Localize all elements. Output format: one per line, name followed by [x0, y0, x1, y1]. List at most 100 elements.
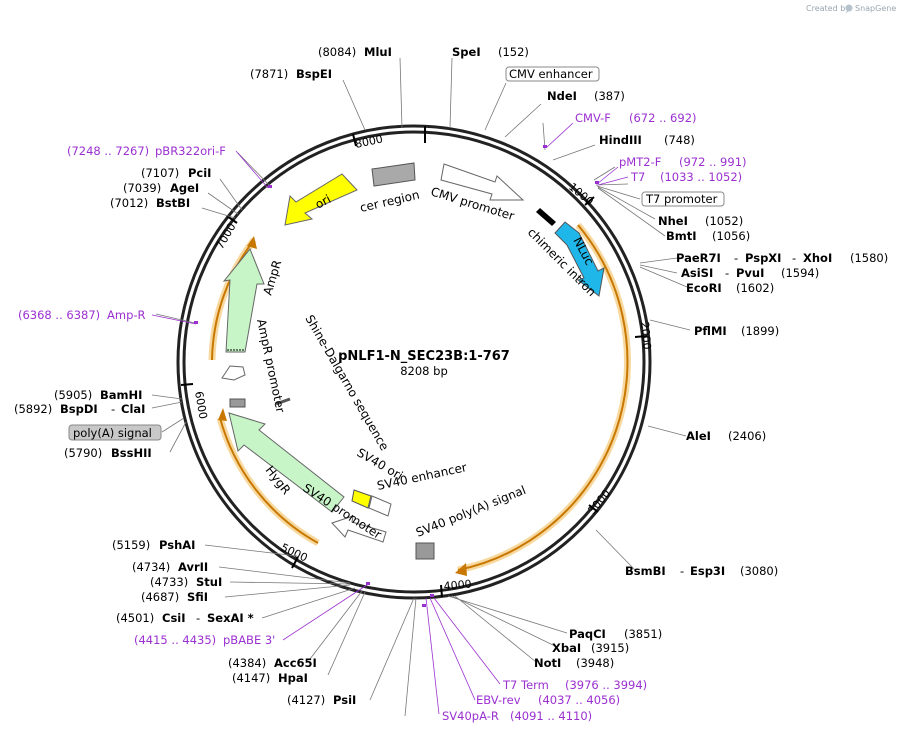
enzyme-bspei-label[interactable]: BspEI — [296, 67, 332, 81]
enzyme-paer7i-label[interactable]: PaeR7I — [676, 251, 721, 265]
primer-pbr322ori-f-range: (7248 .. 7267) — [67, 144, 149, 158]
enzyme-clai-label[interactable]: ClaI — [121, 402, 145, 416]
feature-sv40-polya-shape — [415, 542, 435, 560]
primer-pbabe3-label[interactable]: pBABE 3' — [223, 633, 275, 647]
primer-t7-term-label[interactable]: T7 Term — [502, 678, 549, 692]
enzyme-csii-label[interactable]: CsiI — [162, 611, 186, 625]
sep-5: - — [680, 564, 684, 578]
enzyme-avrii-label[interactable]: AvrII — [178, 560, 208, 574]
tick-marks — [180, 126, 648, 598]
feature-cer-region-shape — [371, 162, 416, 187]
enzyme-noti-label[interactable]: NotI — [534, 656, 561, 670]
polya-signal-label[interactable]: poly(A) signal — [73, 426, 152, 440]
feature-cer-region-label: cer region — [359, 188, 421, 215]
enzyme-bsmbi-label[interactable]: BsmBI — [625, 564, 666, 578]
enzyme-bmti-label[interactable]: BmtI — [666, 229, 697, 243]
primer-ebv-rev-label[interactable]: EBV-rev — [476, 693, 521, 707]
enzyme-ecori-pos: (1602) — [736, 281, 774, 295]
feature-chimeric-intron-shape — [536, 208, 556, 226]
orf-arrow-hygr-icon — [218, 408, 227, 421]
sep-1: - — [734, 251, 738, 265]
enzyme-bstbi-pos: (7012) — [110, 196, 148, 210]
enzyme-bsshii-label[interactable]: BssHII — [111, 446, 152, 460]
tick-label-7000: 7000 — [213, 221, 238, 252]
enzyme-acc65i-pos: (4147) — [232, 671, 270, 685]
primer-t7-label[interactable]: T7 — [630, 170, 645, 184]
primer-pmt2-f-label[interactable]: pMT2-F — [619, 155, 661, 169]
enzyme-pshai-pos: (5159) — [112, 538, 150, 552]
enzyme-hpai-label[interactable]: PsiI — [333, 693, 356, 707]
enzyme-pshai-label[interactable]: PshAI — [159, 538, 195, 552]
enzyme-agei-label[interactable]: AgeI — [170, 181, 199, 195]
feature-sv40-promoter-shape — [331, 515, 387, 543]
enzyme-paqci-label[interactable]: PaqCI — [569, 627, 606, 641]
tick-label-8000: 8000 — [354, 132, 384, 151]
enzyme-bsshii-pos: (5790) — [64, 446, 102, 460]
enzyme-alei-label[interactable]: AleI — [686, 429, 711, 443]
primer-sv40pa-r-range: (4091 .. 4110) — [510, 709, 592, 723]
primer-cmv-f-range: (672 .. 692) — [629, 111, 697, 125]
enzyme-bspdi-pos: (5892) — [14, 402, 52, 416]
enzyme-ecori-label[interactable]: EcoRI — [686, 281, 722, 295]
enzyme-sfii-label[interactable]: SfiI — [187, 590, 208, 604]
feature-shine-dalgarno-label: Shine-Dalgarno sequence — [302, 313, 391, 453]
t7-promoter-label[interactable]: T7 promoter — [645, 192, 718, 206]
enzyme-agei-pos: (7039) — [123, 181, 161, 195]
feature-polya-shape — [229, 398, 246, 408]
enzyme-pcii-pos: (7107) — [141, 166, 179, 180]
enzyme-kpni-label[interactable]: Acc65I — [274, 656, 317, 670]
enzyme-hindiii-label[interactable]: HindIII — [599, 133, 642, 147]
enzyme-xbai-label[interactable]: XbaI — [552, 641, 581, 655]
primer-marks — [194, 145, 599, 607]
enzyme-pcii-label[interactable]: PciI — [188, 166, 211, 180]
enzyme-stui-label[interactable]: StuI — [196, 575, 222, 589]
feature-sv40-enhancer-shape — [368, 495, 392, 517]
enzyme-ndei-label[interactable]: NdeI — [547, 89, 577, 103]
primer-pbabe3-range: (4415 .. 4435) — [134, 633, 216, 647]
sep-4: - — [111, 402, 115, 416]
enzyme-pvui-label[interactable]: PvuI — [736, 266, 764, 280]
enzyme-pflmi-pos: (1899) — [741, 324, 779, 338]
enzyme-nhei-label[interactable]: NheI — [658, 214, 688, 228]
enzyme-pflmi-label[interactable]: PflMI — [694, 324, 727, 338]
primer-pbr322ori-f-label[interactable]: pBR322ori-F — [155, 144, 226, 158]
primer-amp-r-range: (6368 .. 6387) — [18, 308, 100, 322]
enzyme-esp3i-label[interactable]: Esp3I — [690, 564, 725, 578]
enzyme-bamhi-pos: (5905) — [54, 388, 92, 402]
orf-arrow-nluc-icon — [455, 563, 467, 576]
enzyme-bstbi-label[interactable]: BstBI — [156, 196, 190, 210]
tick-label-6000: 6000 — [192, 390, 210, 420]
enzyme-asisi-label[interactable]: AsiSI — [681, 266, 713, 280]
enzyme-pspxi-label[interactable]: PspXI — [745, 251, 781, 265]
cmv-enhancer-label[interactable]: CMV enhancer — [509, 67, 593, 81]
enzyme-noti-pos: (3948) — [576, 656, 614, 670]
feature-ampr-shape — [222, 248, 265, 353]
t7-promoter-box — [641, 191, 725, 207]
enzyme-pvui-pos: (1594) — [781, 266, 819, 280]
enzyme-bspdi-label[interactable]: BspDI — [60, 402, 98, 416]
enzyme-mlui-label[interactable]: MluI — [364, 45, 392, 59]
enzyme-stui-pos: (4733) — [150, 575, 188, 589]
enzyme-xhoi-label[interactable]: XhoI — [803, 251, 832, 265]
enzyme-bspei-pos: (7871) — [250, 67, 288, 81]
enzyme-avrii-pos: (4734) — [132, 560, 170, 574]
tick-label-2000: 2000 — [638, 321, 653, 350]
primer-t7-term-range: (3976 .. 3994) — [565, 678, 647, 692]
enzyme-hpai-pos: (4127) — [287, 693, 325, 707]
primer-cmv-f-label[interactable]: CMV-F — [575, 111, 611, 125]
cmv-enhancer-box — [505, 66, 600, 82]
enzyme-spei-label[interactable]: SpeI — [452, 45, 481, 59]
primer-t7-range: (1033 .. 1052) — [660, 170, 742, 184]
feature-ori-label: ori — [313, 192, 333, 212]
feature-ampr-promoter-label: AmpR promoter — [254, 318, 288, 414]
enzyme-bmti-pos: (1056) — [712, 229, 750, 243]
feature-sv40-ori-shape — [351, 489, 372, 509]
enzyme-kpni-pos: (4384) — [228, 656, 266, 670]
primer-amp-r-label[interactable]: Amp-R — [107, 308, 146, 322]
enzyme-sexai-label[interactable]: SexAI * — [207, 611, 254, 625]
enzyme-nhei-pos: (1052) — [705, 214, 743, 228]
enzyme-acc65i-label[interactable]: HpaI — [278, 671, 308, 685]
primer-sv40pa-r-label[interactable]: SV40pA-R — [442, 709, 499, 723]
enzyme-bamhi-label[interactable]: BamHI — [100, 388, 142, 402]
